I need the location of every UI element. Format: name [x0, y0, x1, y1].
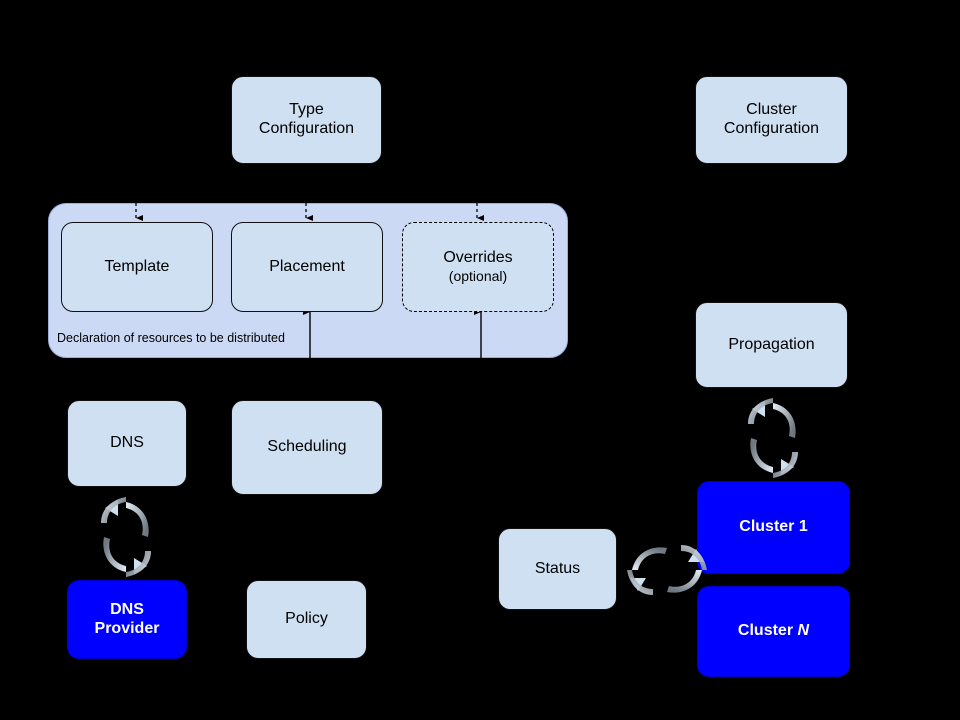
node-template-label: Template	[104, 257, 170, 275]
node-dns-provider-label-1: DNS	[110, 600, 144, 618]
node-type-configuration[interactable]: Type Configuration	[231, 76, 382, 164]
node-cluster-configuration-label-1: Cluster	[746, 101, 797, 119]
node-cluster-1-label: Cluster 1	[739, 518, 808, 536]
node-placement-label: Placement	[269, 257, 345, 275]
node-cluster-n-label-emphasis: N	[797, 622, 810, 640]
node-status[interactable]: Status	[498, 528, 617, 610]
node-cluster-n-label-prefix: Cluster	[737, 622, 798, 640]
node-cluster-1[interactable]: Cluster 1	[697, 481, 850, 574]
sync-icon-propagation	[748, 398, 798, 478]
node-cluster-n[interactable]: Cluster N	[697, 586, 850, 677]
node-dns-provider-label-2: Provider	[94, 619, 160, 637]
node-cluster-configuration-label-2: Configuration	[723, 120, 820, 137]
sync-icon-dns	[101, 497, 151, 577]
node-overrides-label-1: Overrides	[443, 249, 513, 267]
node-propagation-label: Propagation	[728, 335, 815, 353]
node-overrides-label-2: (optional)	[448, 268, 508, 285]
node-placement[interactable]: Placement	[231, 222, 383, 312]
node-policy-label: Policy	[285, 610, 328, 628]
node-dns[interactable]: DNS	[67, 400, 187, 487]
node-template[interactable]: Template	[61, 222, 213, 312]
node-status-label: Status	[534, 559, 581, 577]
node-overrides[interactable]: Overrides (optional)	[402, 222, 554, 312]
group-caption: Declaration of resources to be distribut…	[57, 331, 285, 345]
node-dns-label: DNS	[110, 434, 144, 452]
node-propagation[interactable]: Propagation	[695, 302, 848, 388]
node-scheduling[interactable]: Scheduling	[231, 400, 383, 495]
node-policy[interactable]: Policy	[246, 580, 367, 659]
node-type-configuration-label-2: Configuration	[258, 120, 355, 137]
node-scheduling-label: Scheduling	[267, 438, 347, 456]
node-cluster-configuration[interactable]: Cluster Configuration	[695, 76, 848, 164]
sync-icon-status	[627, 545, 707, 595]
node-dns-provider[interactable]: DNS Provider	[67, 580, 187, 659]
node-type-configuration-label-1: Type	[289, 101, 324, 119]
